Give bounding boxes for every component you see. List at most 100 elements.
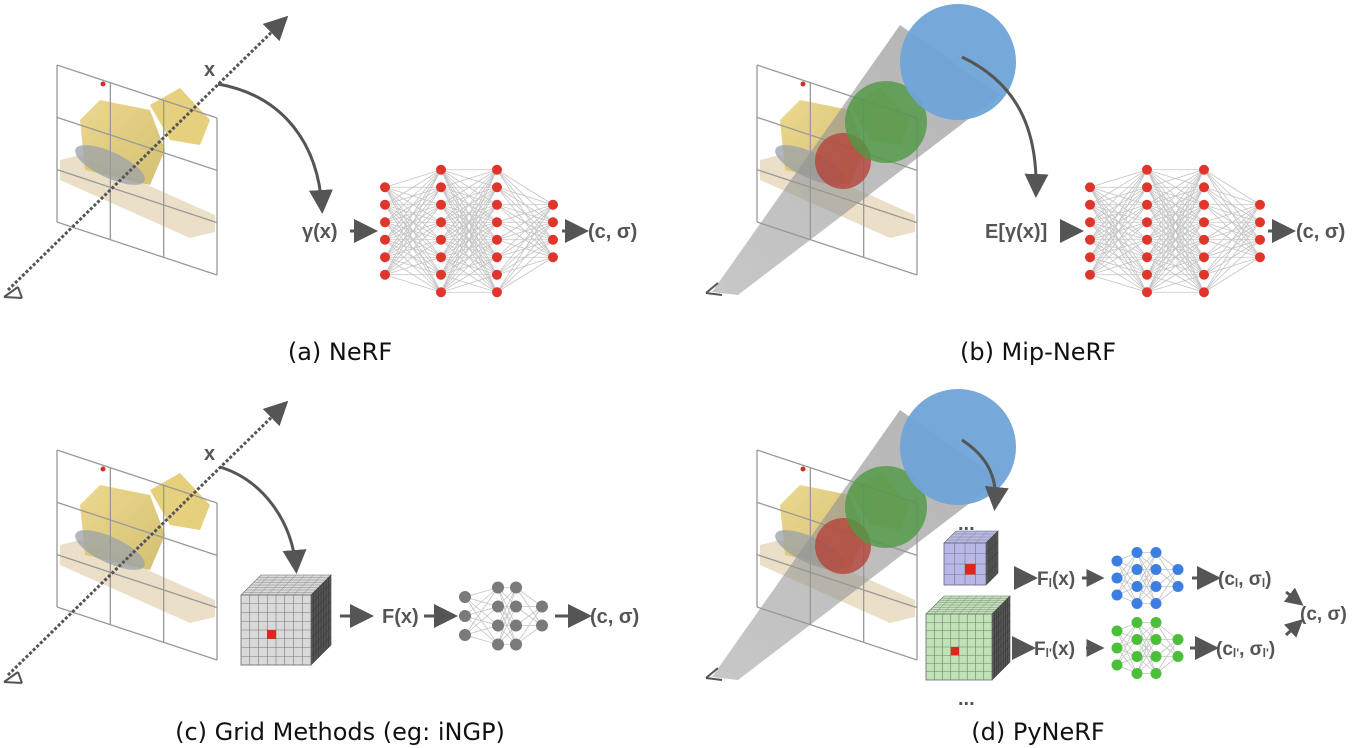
network-node — [436, 217, 446, 228]
cube-grid-line — [983, 595, 1002, 615]
cone-sample-blue — [900, 389, 1016, 505]
feature-label-suffix: (x) — [1052, 569, 1075, 590]
network-edge — [1203, 204, 1261, 258]
network-node — [492, 182, 502, 193]
network-edge — [440, 169, 498, 206]
network-node — [1150, 651, 1162, 662]
network-edge — [1203, 169, 1261, 206]
network-node — [380, 217, 390, 228]
cube-grid-line — [310, 609, 332, 631]
image-plane-with-bulldozer — [56, 64, 218, 276]
network-edges — [1089, 169, 1261, 293]
output-c: (c — [1218, 569, 1235, 590]
cube-grid-line — [991, 637, 1011, 656]
network-edge — [1146, 187, 1205, 293]
bulldozer-light — [800, 466, 806, 472]
cube-grid-line — [985, 562, 999, 575]
pyramid-level-coarse: Fl(x) (cl, σl) — [943, 530, 1271, 609]
cone-sample-green — [845, 466, 927, 548]
network-edge — [384, 239, 442, 276]
network-node — [1150, 581, 1162, 592]
level-output-label: (cl, σl) — [1218, 569, 1271, 590]
dotted-ray — [6, 15, 289, 292]
network-node — [1142, 217, 1152, 228]
network-edge — [497, 606, 517, 645]
network-node — [492, 217, 502, 228]
mlp-network-fine — [1111, 617, 1184, 679]
network-edge — [1146, 169, 1205, 241]
network-edge — [497, 587, 517, 626]
feature-label-subscript: l' — [1046, 646, 1052, 660]
network-edge — [496, 204, 554, 223]
network-edge — [1116, 552, 1138, 596]
network-node — [1199, 287, 1209, 298]
network-node — [548, 217, 558, 228]
network-edge — [1203, 222, 1261, 293]
highlighted-voxel — [950, 647, 959, 656]
network-node — [1142, 234, 1152, 245]
network-node — [1150, 598, 1162, 609]
bulldozer-light — [100, 466, 106, 472]
network-edge — [384, 169, 442, 223]
eye-icon — [705, 282, 723, 296]
network-edge — [384, 274, 442, 293]
network-edge — [1203, 204, 1261, 223]
network-edge — [1146, 239, 1205, 293]
network-node — [380, 252, 390, 263]
feature-label: Fl(x) — [1037, 569, 1075, 590]
cube-grid-line — [975, 595, 994, 615]
network-edge — [496, 204, 554, 258]
cube-grid-line — [975, 530, 988, 544]
plane-grid-line — [56, 449, 218, 504]
network-edge — [496, 239, 554, 293]
plane-grid-line — [56, 64, 218, 119]
plane-grid-line — [56, 554, 218, 609]
curved-arrow — [961, 55, 1049, 198]
network-node — [548, 234, 558, 245]
caption: (d) PyNeRF — [971, 718, 1104, 746]
network-edge — [1089, 169, 1148, 188]
feature-grid-cube-coarse — [943, 530, 999, 586]
network-node — [1199, 234, 1209, 245]
cube-grid-line — [991, 653, 1011, 672]
network-edge — [440, 256, 498, 293]
network-node — [492, 199, 502, 210]
eye-icon — [3, 671, 23, 684]
network-edge — [1146, 169, 1205, 223]
output-c-subscript: l' — [1233, 646, 1239, 660]
network-edge — [1203, 204, 1261, 241]
network-edge — [1146, 169, 1205, 275]
network-node — [510, 581, 522, 594]
network-node — [536, 619, 548, 632]
network-node — [1199, 164, 1209, 175]
network-edge — [515, 606, 543, 645]
network-edges — [464, 587, 543, 645]
level-output-label: (cl', σl') — [1216, 639, 1275, 660]
network-edge — [1116, 622, 1138, 666]
network-node — [1131, 634, 1143, 645]
network-edge — [1089, 256, 1148, 276]
network-node — [1172, 634, 1184, 645]
network-node — [1172, 581, 1184, 592]
output-label: (c, σ) — [588, 221, 637, 243]
network-edge — [1089, 204, 1148, 276]
network-edge — [1089, 169, 1148, 258]
network-node — [1199, 217, 1209, 228]
network-edges — [1116, 552, 1179, 604]
network-edge — [440, 169, 498, 223]
network-edge — [1146, 169, 1205, 293]
network-node — [1172, 564, 1184, 575]
panel-mip-nerf: E[γ(x)] (c, σ) (b) Mip-NeRF — [705, 4, 1345, 366]
network-edge — [440, 169, 498, 258]
output-label: (c, σ) — [1296, 221, 1345, 243]
network-node — [1150, 617, 1162, 628]
network-node — [1111, 555, 1123, 567]
network-node — [492, 638, 504, 651]
image-plane-with-bulldozer — [56, 449, 218, 661]
input-label: E[γ(x)] — [985, 221, 1047, 243]
network-edge — [440, 239, 498, 293]
network-node — [1199, 199, 1209, 210]
network-edge — [1089, 239, 1148, 276]
network-edge — [384, 169, 442, 206]
